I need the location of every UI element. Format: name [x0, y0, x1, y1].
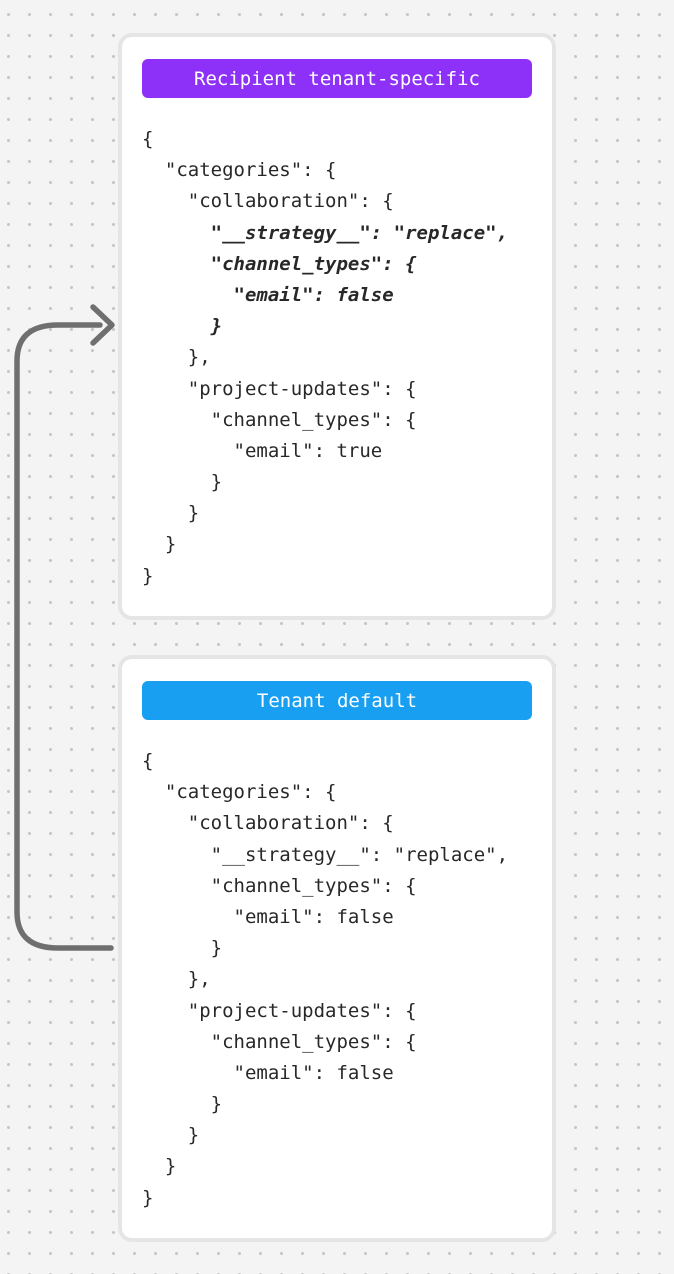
card-recipient-tenant-specific: Recipient tenant-specific { "categories"…	[118, 33, 556, 620]
code-line: },	[142, 346, 211, 369]
code-line: "channel_types": {	[142, 874, 417, 897]
code-line: "email": true	[142, 439, 383, 462]
badge-recipient-tenant-specific: Recipient tenant-specific	[142, 59, 532, 98]
json-code-tenant-default: { "categories": { "collaboration": { "__…	[142, 746, 532, 1214]
code-line: "channel_types": {	[142, 408, 417, 431]
code-line: }	[142, 1186, 154, 1209]
code-line: },	[142, 968, 211, 991]
code-line: {	[142, 750, 154, 772]
code-line: "project-updates": {	[142, 377, 417, 400]
code-line: }	[142, 502, 200, 525]
code-line: "__strategy__": "replace",	[142, 221, 509, 244]
code-line: }	[142, 937, 223, 960]
code-line: }	[142, 1124, 200, 1147]
code-line: {	[142, 128, 154, 150]
code-line: }	[142, 315, 223, 338]
code-line: "channel_types": {	[142, 1030, 417, 1053]
code-line: }	[142, 471, 223, 494]
code-line: "email": false	[142, 283, 394, 306]
code-line: }	[142, 1093, 223, 1116]
code-line: "project-updates": {	[142, 999, 417, 1022]
code-line: }	[142, 533, 177, 556]
code-line: "categories": {	[142, 159, 337, 182]
code-line: "collaboration": {	[142, 190, 394, 213]
badge-tenant-default: Tenant default	[142, 681, 532, 720]
card-tenant-default: Tenant default { "categories": { "collab…	[118, 655, 556, 1242]
code-line: "email": false	[142, 1061, 394, 1084]
code-line: }	[142, 1155, 177, 1178]
arrow-head-icon	[90, 304, 115, 346]
code-line: "collaboration": {	[142, 812, 394, 835]
code-line: }	[142, 564, 154, 587]
code-line: "channel_types": {	[142, 252, 417, 275]
code-line: "email": false	[142, 905, 394, 928]
code-line: "__strategy__": "replace",	[142, 843, 509, 866]
json-code-recipient-tenant-specific: { "categories": { "collaboration": { "__…	[142, 124, 532, 592]
code-line: "categories": {	[142, 781, 337, 804]
arrow-line	[14, 322, 114, 951]
